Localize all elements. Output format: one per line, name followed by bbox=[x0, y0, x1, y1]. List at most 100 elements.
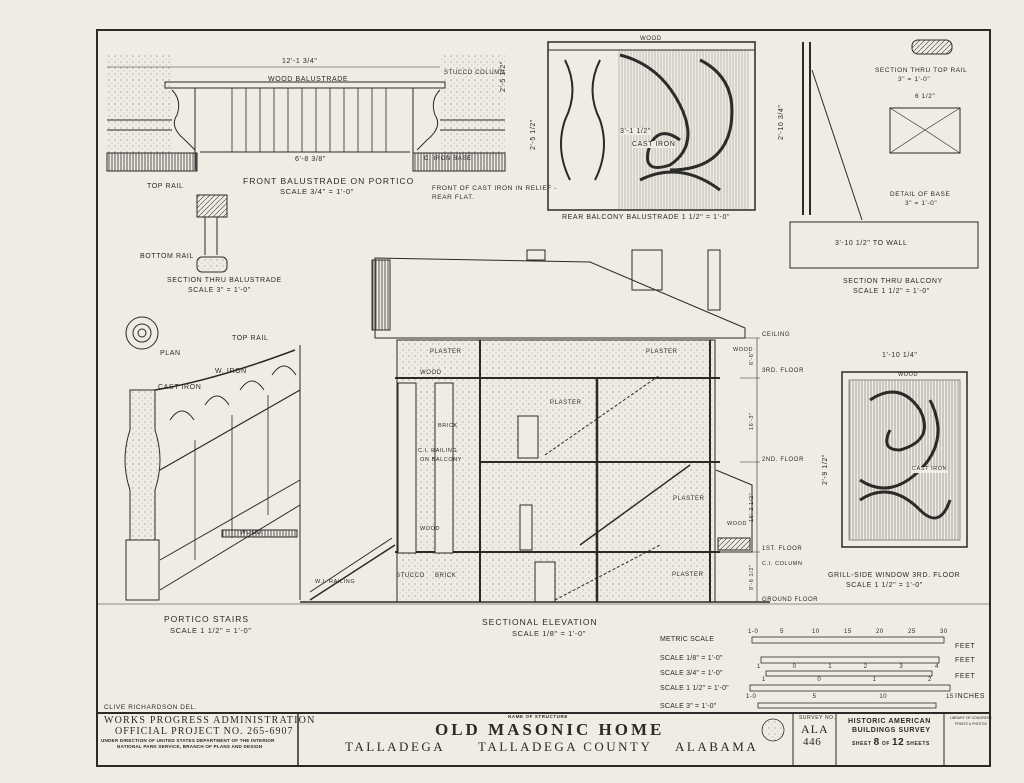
label-brick: Brick bbox=[438, 423, 458, 429]
title-detail-base: Detail of Base bbox=[890, 191, 951, 198]
label-stucco-column: Stucco Column bbox=[444, 70, 505, 76]
title-sectional-elevation: Sectional Elevation bbox=[482, 617, 598, 627]
habs-line-1: Historic American bbox=[848, 718, 931, 725]
project-number: Official Project No. 265-6907 bbox=[115, 726, 294, 737]
level-first-floor: 1st. Floor bbox=[762, 546, 803, 552]
scale-tick-label: 1-0 bbox=[748, 629, 759, 635]
scale-tick-label: 10 bbox=[879, 694, 888, 700]
survey-code: ALA bbox=[801, 722, 829, 736]
label-wi-railing: W.I. Railing bbox=[315, 579, 356, 585]
scale-detail-base: 3" = 1'-0" bbox=[905, 200, 938, 207]
scale-sectional-elevation: Scale 1/8" = 1'-0" bbox=[512, 629, 587, 638]
label-plaster: Plaster bbox=[550, 400, 582, 406]
survey-seal bbox=[761, 718, 785, 742]
label-wood: Wood bbox=[420, 370, 442, 376]
habs-line-2: Buildings Survey bbox=[852, 727, 931, 734]
scale-tick-label: 1 bbox=[872, 677, 877, 683]
title-rail-section: Section Thru Balustrade bbox=[167, 277, 282, 284]
label-plaster: Plaster bbox=[672, 572, 704, 578]
balcony-section-drawing bbox=[789, 39, 979, 269]
dim-level: 16'-3" bbox=[749, 412, 755, 430]
scale-unit: Feet bbox=[955, 643, 976, 650]
label-wood: Wood bbox=[733, 347, 754, 353]
sheet-number: 8 bbox=[873, 737, 880, 748]
city: Talladega bbox=[345, 739, 446, 754]
scale-unit: Inches bbox=[955, 693, 986, 700]
sheet-word: Sheet bbox=[852, 741, 872, 747]
dim-base: 6 1/2" bbox=[915, 93, 936, 100]
sheets-word: Sheets bbox=[906, 741, 930, 747]
label-on-balcony: on Balcony bbox=[420, 457, 463, 463]
sheet-total: 12 bbox=[892, 737, 905, 748]
scale-tick-label: 15 bbox=[946, 694, 954, 700]
scale-label: Scale 1/8" = 1'-0" bbox=[660, 655, 723, 662]
label-plaster: Plaster bbox=[430, 349, 462, 355]
dim-rear-height: 2'-5 1/2" bbox=[530, 118, 537, 150]
state: Alabama bbox=[675, 739, 759, 754]
of-word: of bbox=[881, 741, 890, 747]
label-rear-wood: Wood bbox=[640, 36, 662, 42]
survey-number: 446 bbox=[803, 736, 822, 748]
scale-front-balustrade: Scale 3/4" = 1'-0" bbox=[280, 187, 355, 196]
title-front-balustrade: Front Balustrade on Portico bbox=[243, 176, 415, 186]
label-ci-column: C.I. Column bbox=[762, 561, 803, 567]
sectional-elevation-drawing bbox=[300, 249, 770, 603]
scale-label: Scale 1 1/2" = 1'-0" bbox=[660, 685, 729, 692]
dim-balustrade-width: 12'-1 3/4" bbox=[282, 58, 318, 65]
scale-tick-label: 2 bbox=[863, 664, 868, 670]
structure-name: Old Masonic Home bbox=[435, 720, 665, 739]
scale-top-rail-section: 3" = 1'-0" bbox=[898, 76, 931, 83]
grill-drawing bbox=[841, 371, 968, 548]
title-rear-balcony: Rear Balcony Balustrade 1 1/2" = 1'-0" bbox=[562, 214, 731, 221]
label-wood-balustrade: Wood Balustrade bbox=[268, 76, 349, 83]
label-top-rail: Top Rail bbox=[147, 183, 184, 190]
label-plaster: Plaster bbox=[646, 349, 678, 355]
label-w-iron: W. Iron bbox=[215, 368, 247, 375]
scale-unit: Feet bbox=[955, 673, 976, 680]
scale-tick-label: 3 bbox=[899, 664, 904, 670]
scale-tick-label: 1 bbox=[762, 677, 766, 683]
scale-tick-label: 20 bbox=[876, 629, 884, 635]
front-balustrade-drawing bbox=[106, 55, 506, 172]
level-second-floor: 2nd. Floor bbox=[762, 457, 805, 463]
graphic-scales bbox=[749, 636, 951, 709]
title-top-rail-section: Section Thru Top Rail bbox=[875, 67, 968, 74]
label-stairs-top-rail: Top Rail bbox=[232, 335, 269, 342]
scale-grill: Scale 1 1/2" = 1'-0" bbox=[846, 582, 923, 589]
level-ceiling: Ceiling bbox=[762, 332, 791, 338]
label-brick: Brick bbox=[435, 573, 457, 579]
scale-tick-label: 2 bbox=[928, 677, 932, 683]
dim-balustrade-inner: 6'-8 3/8" bbox=[295, 156, 327, 163]
dim-rear-inner: 3'-1 1/2" bbox=[620, 128, 652, 135]
scale-portico-stairs: Scale 1 1/2" = 1'-0" bbox=[170, 626, 252, 635]
scale-label: Scale 3" = 1'-0" bbox=[660, 703, 717, 710]
dim-grill-width: 1'-10 1/4" bbox=[882, 352, 918, 359]
scale-tick-label: 5 bbox=[812, 694, 817, 700]
label-wood: Wood bbox=[727, 521, 748, 527]
direction-line-1: Under Direction of United States Departm… bbox=[101, 738, 275, 743]
label-wood: Wood bbox=[420, 526, 441, 532]
note-relief-1: Front of Cast Iron in Relief - bbox=[432, 185, 558, 192]
scale-tick-label: 0 bbox=[817, 677, 822, 683]
title-balcony-section: Section Thru Balcony bbox=[843, 278, 943, 285]
scale-tick-label: 5 bbox=[780, 629, 784, 635]
scale-balcony-section: Scale 1 1/2" = 1'-0" bbox=[853, 288, 930, 295]
label-grill-cast-iron: Cast Iron bbox=[912, 466, 948, 473]
label-ci-railing: C.I. Railing bbox=[418, 448, 458, 454]
scale-tick-label: 30 bbox=[940, 629, 948, 635]
dim-grill-height: 2'-9 1/2" bbox=[822, 453, 829, 485]
agency: Works Progress Administration bbox=[104, 715, 316, 726]
scale-tick-label: 1 bbox=[828, 664, 833, 670]
scale-tick-label: 0 bbox=[792, 664, 797, 670]
library-stamp-1: Library of Congress bbox=[950, 716, 992, 720]
label-stairs-cast-iron: Cast Iron bbox=[158, 384, 202, 391]
scale-unit: Feet bbox=[955, 657, 976, 664]
label-bottom-rail: Bottom Rail bbox=[140, 253, 194, 260]
sheet-info: Sheet 8 of 12 Sheets bbox=[852, 738, 930, 748]
note-relief-2: Rear Flat. bbox=[432, 194, 475, 201]
label-rear-cast-iron: Cast Iron bbox=[632, 141, 676, 148]
scale-label: Scale 3/4" = 1'-0" bbox=[660, 670, 723, 677]
dim-balustrade-height: 2'-5 1/2" bbox=[500, 60, 507, 92]
dim-balcony-height: 2'-10 3/4" bbox=[778, 104, 785, 140]
